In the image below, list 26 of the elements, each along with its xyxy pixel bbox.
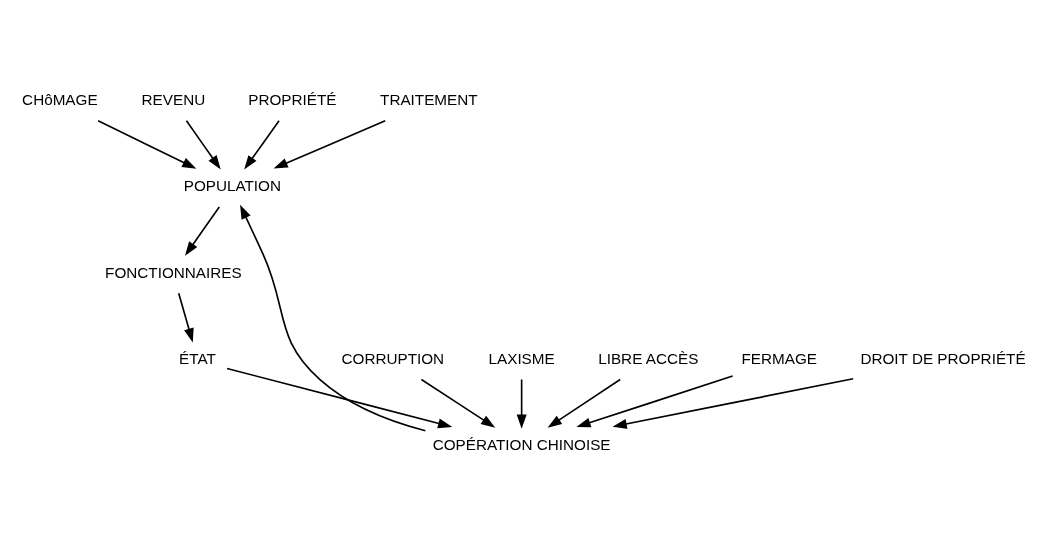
arrow xyxy=(420,378,496,428)
node-text: COPÉRATION CHINOISE xyxy=(432,435,611,453)
node-text: PROPRIÉTÉ xyxy=(248,90,337,108)
node-text: FONCTIONNAIRES xyxy=(105,263,242,281)
arrow xyxy=(576,374,734,427)
node-text: REVENU xyxy=(141,90,206,108)
node-text: POPULATION xyxy=(183,176,281,194)
arrow xyxy=(185,205,221,256)
node-text: LAXISME xyxy=(488,349,555,367)
node-text: FERMAGE xyxy=(741,349,818,367)
arrow xyxy=(185,119,221,170)
arrow xyxy=(273,119,387,169)
arrow xyxy=(226,367,453,428)
arrow xyxy=(244,119,280,170)
arrow xyxy=(177,291,194,342)
arrow xyxy=(240,204,427,432)
arrow xyxy=(516,378,527,429)
arrow xyxy=(547,378,621,428)
arrow xyxy=(612,377,854,429)
node-text: CORRUPTION xyxy=(341,349,445,367)
node-text: TRAITEMENT xyxy=(380,90,478,108)
arrow xyxy=(97,119,197,169)
node-text: ÉTAT xyxy=(179,349,216,367)
node-text: CHôMAGE xyxy=(22,90,98,108)
node-text: LIBRE ACCÈS xyxy=(598,349,699,367)
node-text: DROIT DE PROPRIÉTÉ xyxy=(860,349,1026,367)
